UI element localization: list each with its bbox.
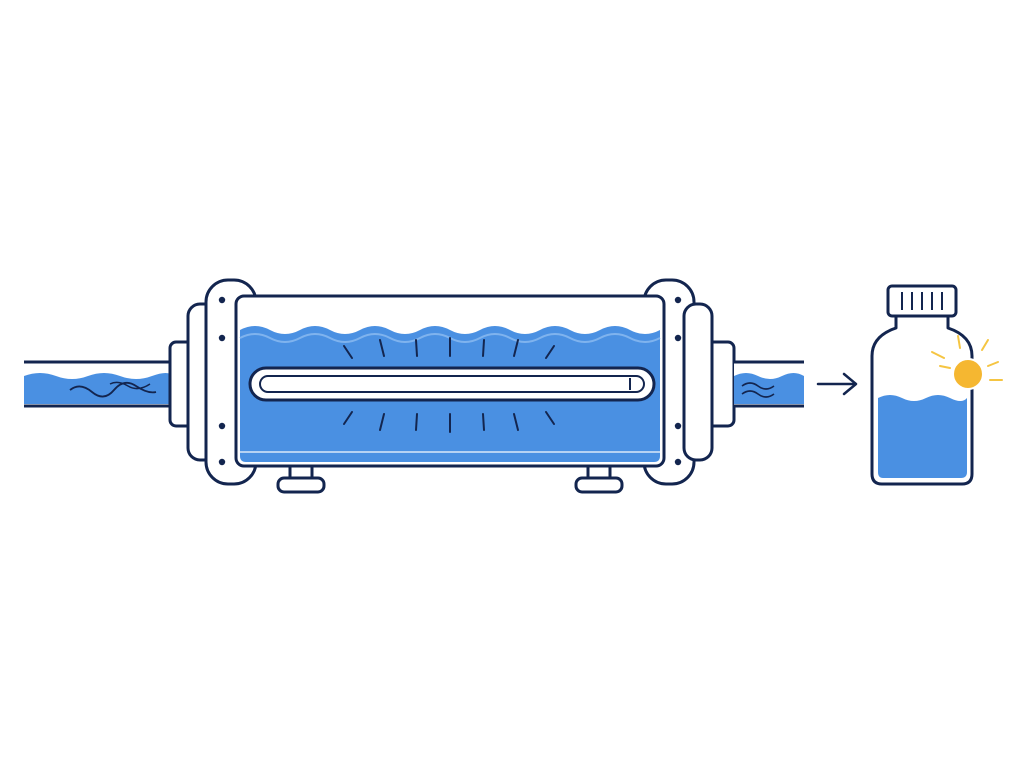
inlet-pipe-icon xyxy=(24,360,174,408)
outlet-pipe-icon xyxy=(734,360,804,408)
arrow-right-icon xyxy=(816,372,858,396)
bottle-icon xyxy=(870,284,974,486)
support-feet xyxy=(276,464,624,494)
flange-bolts xyxy=(218,296,682,466)
sun-icon xyxy=(931,335,1003,390)
uv-rays xyxy=(343,337,555,433)
uv-lamp-icon xyxy=(248,366,656,402)
